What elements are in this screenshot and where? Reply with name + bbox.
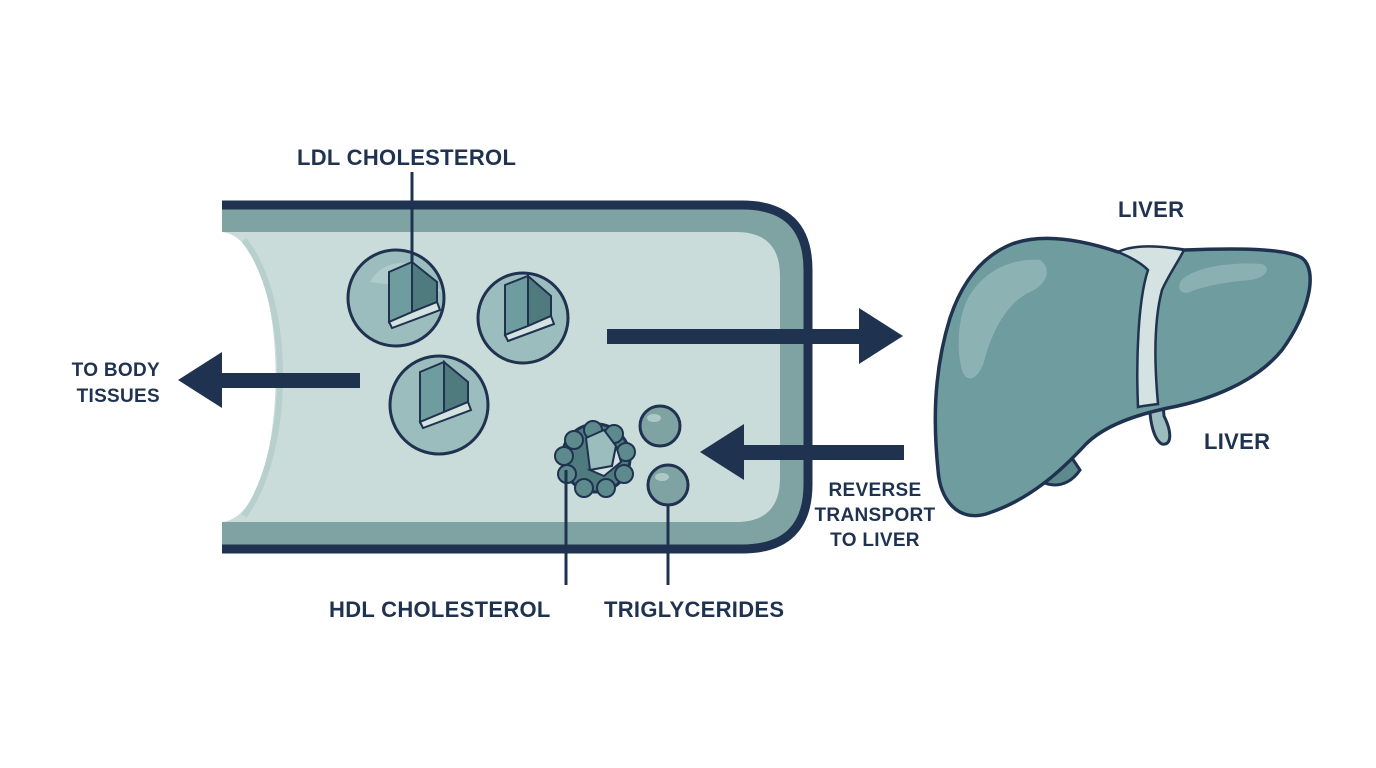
reverse-transport-arrow: [700, 424, 904, 480]
liver-label-top: LIVER: [1118, 197, 1185, 222]
liver-falciform-band: [1114, 245, 1186, 409]
hdl-particle: [554, 420, 636, 498]
liver-highlight: [1179, 263, 1267, 293]
vessel-outer-line: [222, 200, 813, 554]
to-body-tissues-line: TISSUES: [76, 386, 160, 407]
liver-highlight: [958, 259, 1047, 379]
triglyceride-particle: [638, 404, 682, 448]
to-body-tissues-arrow: [178, 352, 360, 408]
ldl-cholesterol-label: LDL CHOLESTEROL: [297, 145, 517, 170]
ldl-particle: [346, 248, 446, 348]
reverse-transport-label: REVERSE TRANSPORT TO LIVER: [800, 478, 950, 553]
to-liver-arrow: [607, 308, 903, 364]
to-body-tissues-line: TO BODY: [71, 360, 160, 381]
reverse-transport-line: REVERSE: [828, 480, 922, 501]
liver-organ-icon: [933, 236, 1312, 518]
hdl-cholesterol-label: HDL CHOLESTEROL: [329, 597, 551, 622]
ldl-particle: [476, 271, 570, 365]
reverse-transport-line: TRANSPORT: [814, 505, 936, 526]
to-body-tissues-label: TO BODY TISSUES: [30, 358, 160, 410]
reverse-transport-line: TO LIVER: [830, 530, 920, 551]
ldl-particle: [388, 354, 490, 456]
triglyceride-particle: [646, 463, 690, 507]
triglycerides-label: TRIGLYCERIDES: [604, 597, 785, 622]
liver-label-side: LIVER: [1204, 429, 1271, 454]
